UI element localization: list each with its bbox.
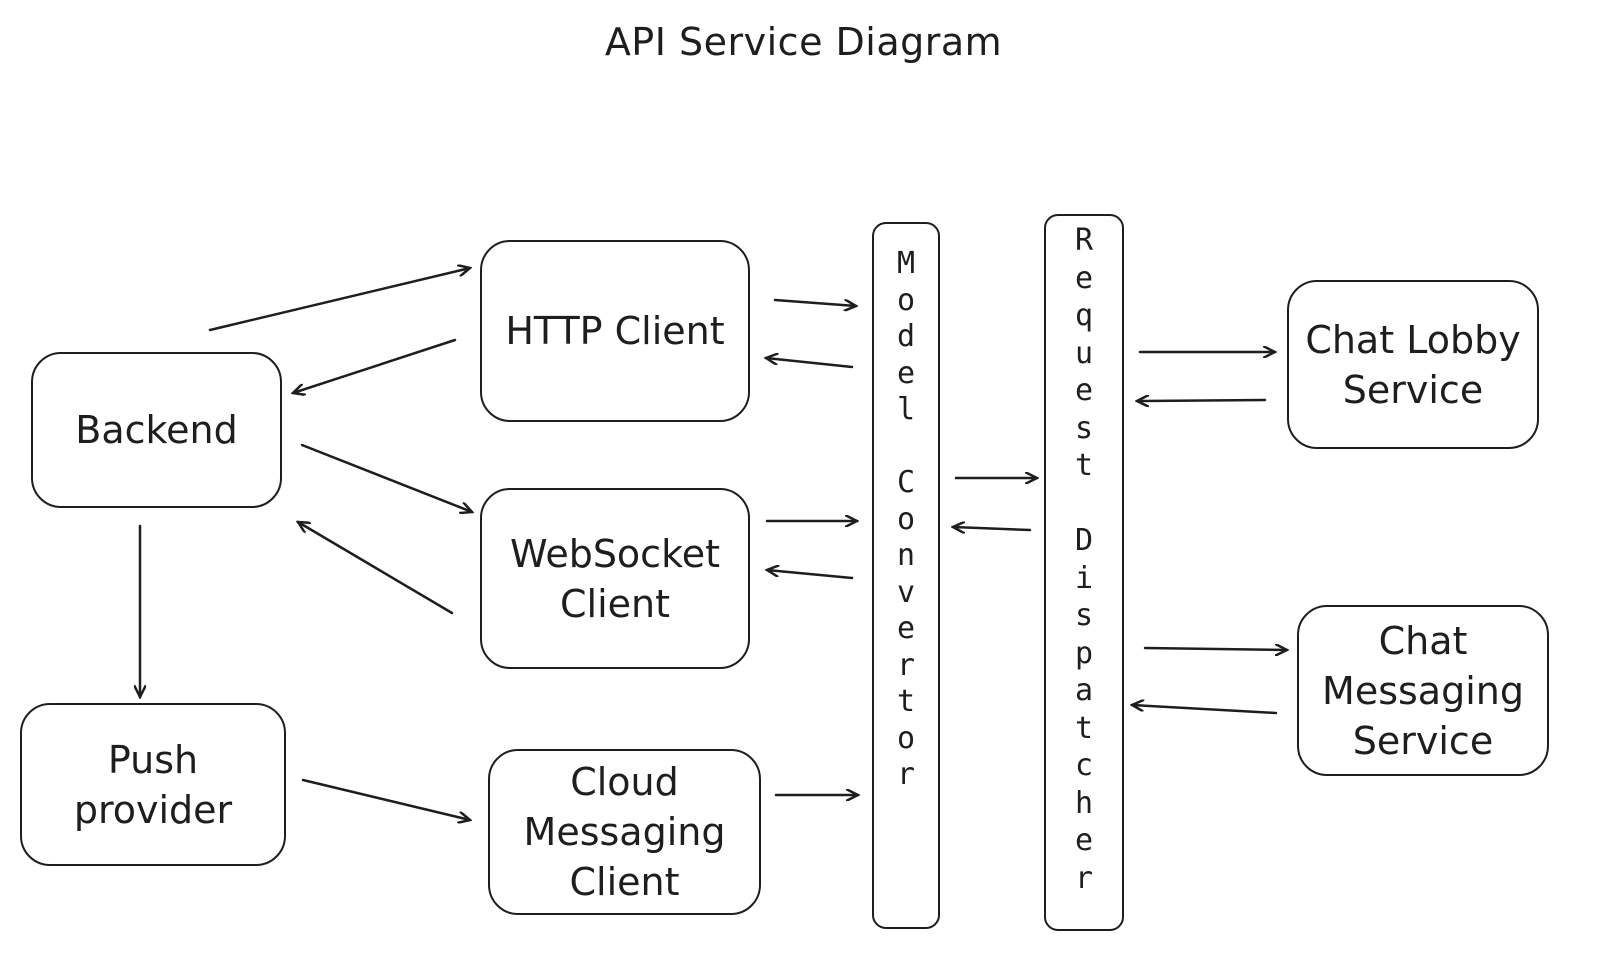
request-dispatcher-bar: R e q u e s t D i s p a t c h e r <box>1044 214 1124 931</box>
chat-messaging-service-label: Chat Messaging Service <box>1322 618 1524 763</box>
cloud-messaging-client-node: Cloud Messaging Client <box>488 749 761 915</box>
edge-http-client-to-backend <box>293 338 457 393</box>
edge-push-provider-to-cloud-messaging-client <box>301 778 470 820</box>
edge-http-client-to-model-convertor <box>773 298 856 306</box>
edge-backend-to-http-client <box>208 268 470 332</box>
backend-label: Backend <box>75 408 238 452</box>
http-client-node: HTTP Client <box>480 240 750 422</box>
edge-chat-messaging-service-to-request-dispatcher <box>1132 705 1278 715</box>
edge-model-convertor-to-http-client <box>766 358 854 369</box>
edge-model-convertor-to-websocket-client <box>767 570 854 580</box>
chat-messaging-service-node: Chat Messaging Service <box>1297 605 1549 776</box>
chat-lobby-service-label: Chat Lobby Service <box>1305 317 1521 412</box>
websocket-client-node: WebSocket Client <box>480 488 750 669</box>
chat-lobby-service-node: Chat Lobby Service <box>1287 280 1539 449</box>
edge-request-dispatcher-to-chat-messaging-service <box>1143 648 1287 650</box>
edge-backend-to-websocket-client <box>300 443 472 512</box>
cloud-messaging-client-label: Cloud Messaging Client <box>523 760 726 904</box>
http-client-label: HTTP Client <box>505 309 725 353</box>
model-convertor-bar: M o d e l C o n v e r t o r <box>872 222 940 929</box>
push-provider-node: Push provider <box>20 703 286 866</box>
edge-websocket-client-to-backend <box>298 522 454 615</box>
websocket-client-label: WebSocket Client <box>509 531 721 626</box>
diagram-title: API Service Diagram <box>604 20 1003 64</box>
model-convertor-label: M o d e l C o n v e r t o r <box>896 246 916 792</box>
request-dispatcher-label: R e q u e s t D i s p a t c h e r <box>1074 223 1094 896</box>
edge-request-dispatcher-to-model-convertor <box>953 527 1032 530</box>
push-provider-label: Push provider <box>73 737 233 832</box>
edge-chat-lobby-service-to-request-dispatcher <box>1137 400 1267 401</box>
backend-node: Backend <box>31 352 282 508</box>
